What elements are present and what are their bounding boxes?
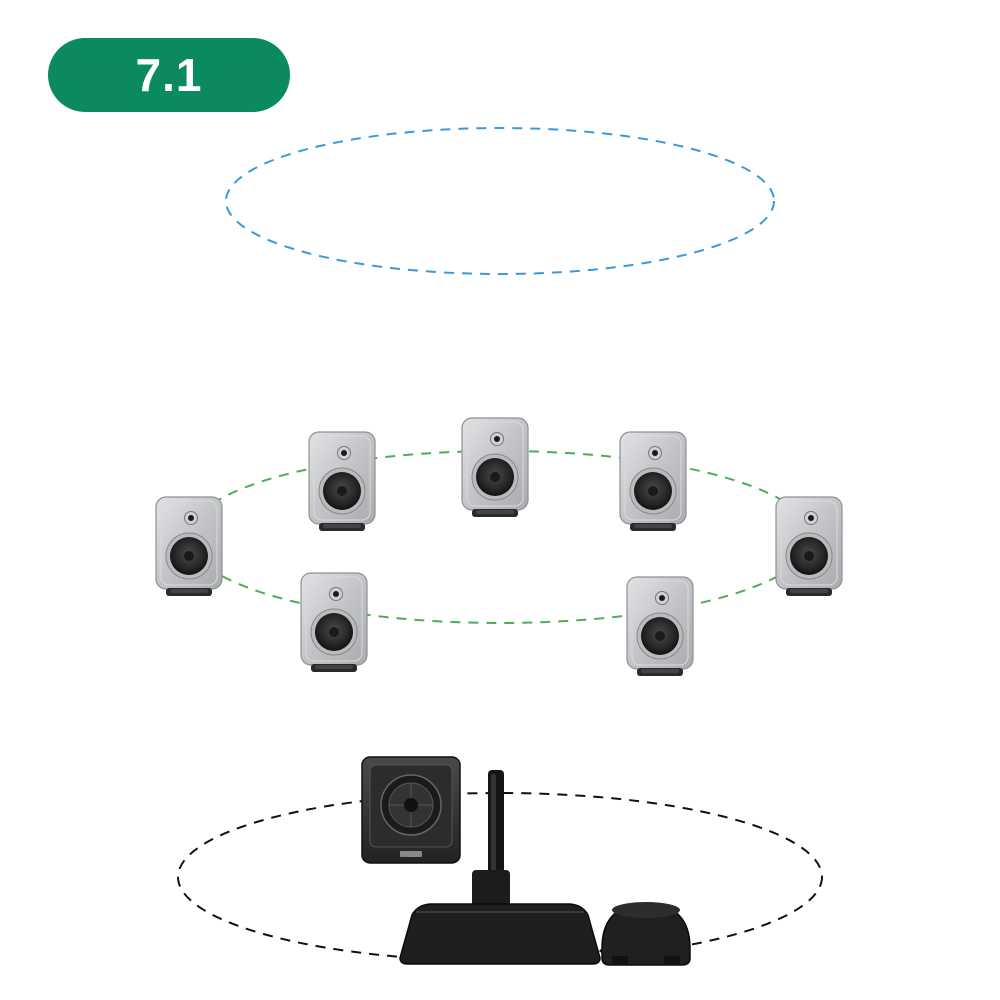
speaker-right-rear (626, 576, 694, 677)
speaker-left-surround (155, 496, 223, 597)
subwoofer-icon (361, 756, 461, 864)
wireless-receiver-icon (399, 770, 613, 965)
speaker-right-surround (775, 496, 843, 597)
speaker-center (461, 417, 529, 518)
layout-badge-label: 7.1 (135, 49, 203, 101)
layout-badge: 7.1 (48, 38, 290, 112)
speaker-left-rear (300, 572, 368, 673)
speaker-right-front (619, 431, 687, 532)
speaker-left-front (308, 431, 376, 532)
calibration-microphone-icon (601, 902, 691, 966)
height-layer-ring (225, 127, 775, 275)
